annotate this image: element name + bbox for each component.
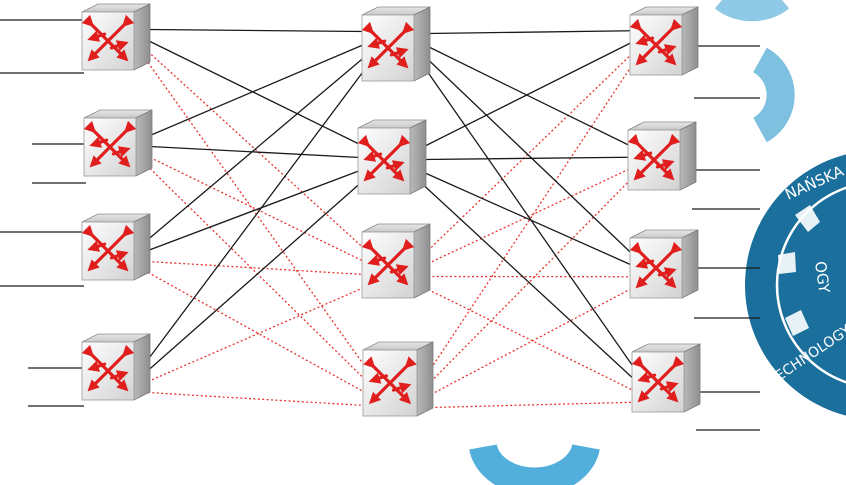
active-link-mid-2-out-1 [423, 41, 633, 148]
inactive-link-in-1-mid-3 [147, 51, 365, 249]
switch-mid-4 [362, 341, 434, 417]
university-seal-watermark: NAŃSKA OGY TECHNOLOGY [469, 0, 846, 485]
switch-in-3 [81, 213, 151, 281]
switch-icon [83, 120, 137, 168]
watermark-seal [745, 154, 846, 416]
watermark-gear-teeth [778, 205, 820, 336]
inactive-link-mid-3-out-1 [427, 53, 633, 251]
inactive-link-mid-4-out-3 [430, 287, 633, 396]
switch-icon [361, 21, 415, 69]
inactive-link-in-4-mid-3 [147, 286, 365, 383]
inactive-link-in-4-mid-4 [147, 391, 366, 407]
switches [81, 3, 701, 417]
switch-icon [363, 356, 417, 405]
switch-mid-2 [357, 119, 427, 195]
switch-icon [81, 344, 135, 392]
interconnect-links [147, 28, 635, 409]
active-link-in-1-mid-1 [147, 28, 365, 33]
watermark-seal-ring [775, 186, 846, 384]
inactive-link-mid-4-out-2 [430, 179, 631, 382]
switch-mid-3 [361, 223, 431, 299]
switch-icon [631, 355, 685, 403]
switch-icon [81, 224, 135, 272]
inactive-link-in-3-mid-3 [147, 260, 365, 276]
switch-out-2 [627, 121, 697, 191]
switch-icon [357, 134, 411, 182]
active-link-in-3-mid-1 [147, 57, 365, 240]
inactive-link-mid-4-out-4 [430, 401, 635, 409]
watermark-arc-top [714, 0, 790, 22]
switch-out-1 [629, 6, 699, 76]
switch-in-2 [83, 109, 153, 177]
watermark-arc-bottom [469, 443, 600, 485]
switch-in-1 [81, 3, 151, 71]
active-link-mid-2-out-2 [423, 156, 631, 161]
active-link-mid-2-out-4 [423, 185, 635, 380]
active-link-in-2-mid-2 [149, 145, 361, 159]
switch-icon [361, 238, 415, 286]
switch-mid-1 [361, 6, 431, 82]
active-link-mid-1-out-2 [427, 45, 631, 147]
active-link-in-1-mid-2 [147, 39, 361, 146]
switch-out-3 [629, 229, 699, 299]
watermark-label-side: OGY [811, 260, 833, 295]
switch-out-4 [631, 343, 701, 413]
switch-icon [629, 241, 683, 289]
inactive-link-mid-4-out-1 [430, 64, 633, 369]
active-link-mid-2-out-3 [423, 171, 633, 266]
external-lines [0, 19, 760, 431]
active-link-in-4-mid-1 [147, 70, 365, 360]
active-link-in-4-mid-2 [147, 183, 361, 371]
active-link-in-2-mid-1 [149, 43, 365, 137]
active-link-in-3-mid-2 [147, 169, 361, 252]
switch-icon [81, 14, 135, 62]
active-link-mid-1-out-3 [427, 59, 633, 255]
active-link-mid-1-out-1 [427, 30, 633, 35]
switch-icon [629, 18, 683, 66]
watermark-arc-right [752, 47, 795, 143]
switch-icon [627, 133, 681, 181]
inactive-link-in-3-mid-4 [147, 271, 366, 394]
inactive-link-mid-3-out-4 [427, 288, 635, 392]
switch-in-4 [81, 333, 151, 401]
